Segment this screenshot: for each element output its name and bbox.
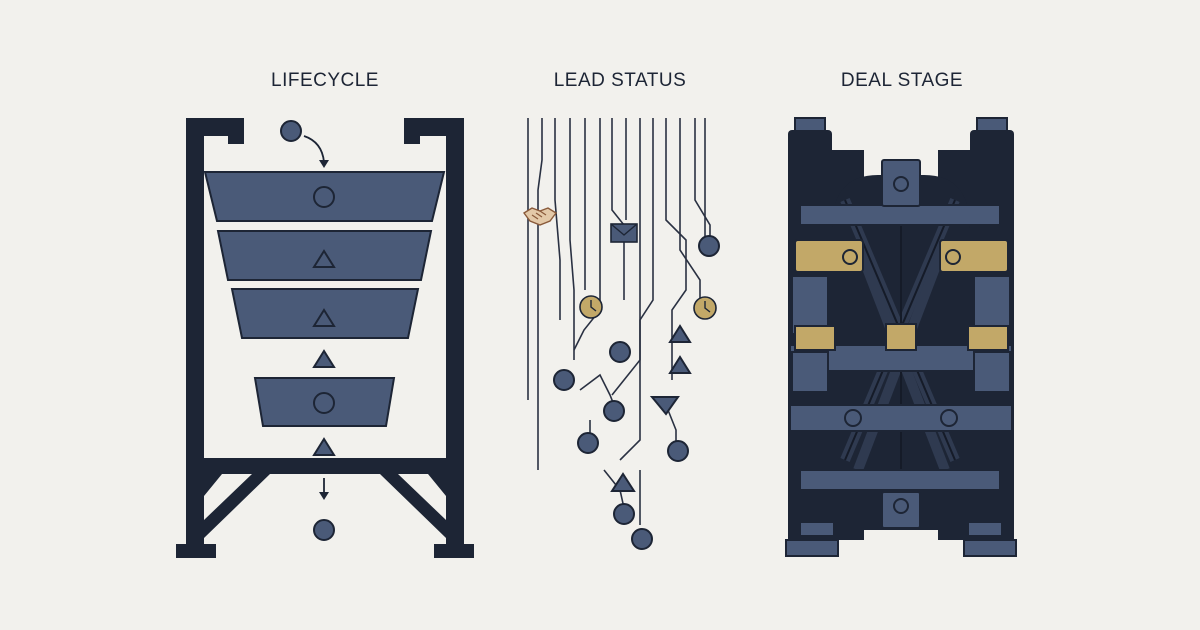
- funnel-tier-4: [253, 377, 396, 427]
- funnel-tier-3: [230, 288, 420, 339]
- entry-circle-token: [280, 120, 302, 142]
- deal-stage-frame: [785, 117, 1017, 557]
- entry-arrow: [303, 135, 325, 163]
- deal-stage-title: DEAL STAGE: [840, 70, 964, 91]
- clock-icon: [579, 295, 603, 319]
- funnel-tier-1: [203, 171, 446, 222]
- lead-status-lines: [527, 118, 711, 525]
- circle-token: [609, 341, 631, 363]
- circle-token: [603, 400, 625, 422]
- lifecycle-frame: [176, 118, 474, 558]
- triangle-token: [610, 472, 636, 492]
- lifecycle-title: LIFECYCLE: [271, 70, 379, 91]
- triangle-token: [312, 349, 336, 368]
- triangle-token: [649, 396, 680, 416]
- exit-circle-token: [313, 519, 335, 541]
- circle-token: [577, 432, 599, 454]
- circle-token: [553, 369, 575, 391]
- circle-token: [698, 235, 720, 257]
- envelope-icon: [610, 223, 638, 243]
- circle-token: [667, 440, 689, 462]
- triangle-token: [668, 355, 692, 374]
- triangle-token: [312, 437, 336, 456]
- lead-status-title: LEAD STATUS: [553, 70, 687, 91]
- triangle-token: [668, 324, 692, 343]
- funnel-tier-2: [216, 230, 433, 281]
- circle-token: [613, 503, 635, 525]
- circle-token: [631, 528, 653, 550]
- clock-icon: [693, 296, 717, 320]
- handshake-icon: [522, 207, 558, 226]
